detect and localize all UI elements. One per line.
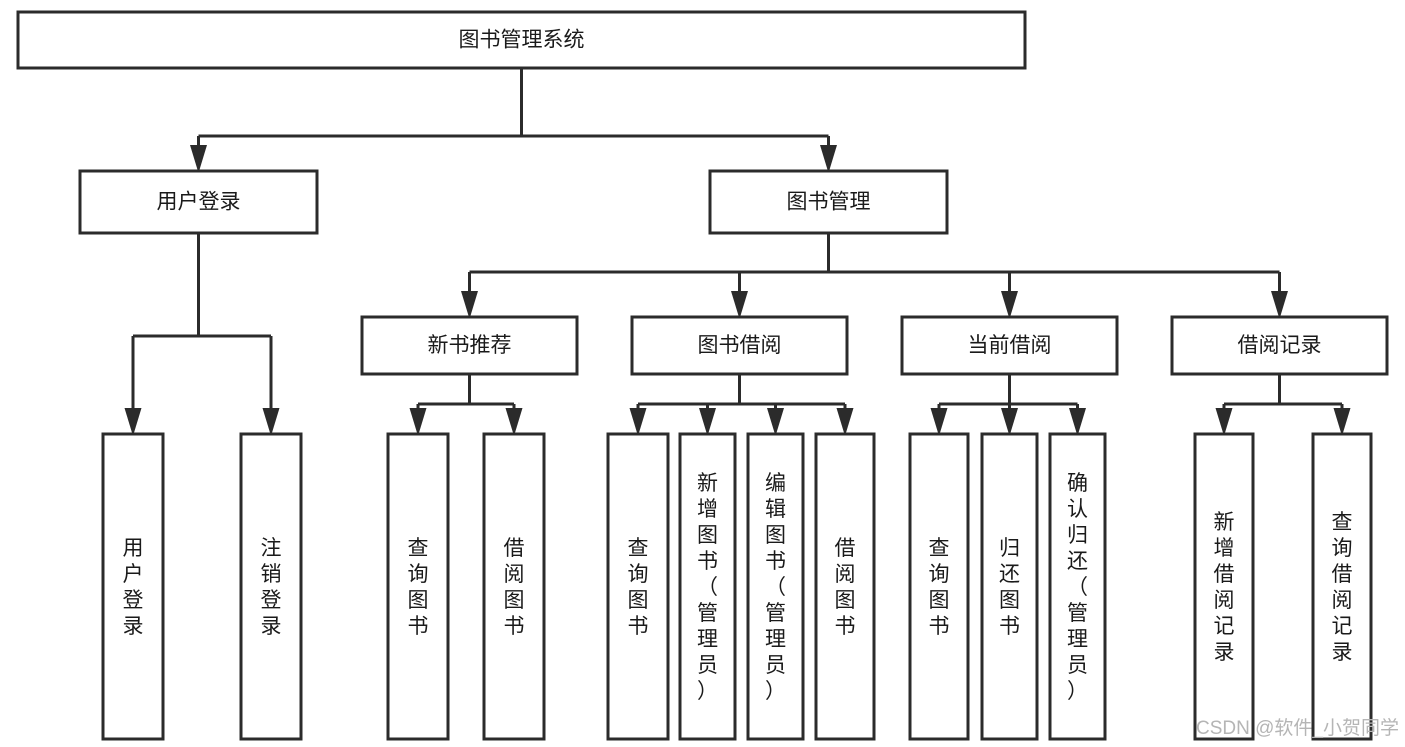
node-new_book_rec[interactable]: 新书推荐 — [360, 315, 579, 376]
node-label-user_login: 用户登录 — [157, 191, 241, 214]
node-label-book_mgmt: 图书管理 — [787, 191, 871, 214]
connector-layer — [124, 68, 1351, 436]
node-box-leaf_1[interactable] — [101, 432, 165, 741]
node-box-leaf_3[interactable] — [386, 432, 450, 741]
node-box-book_borrow[interactable] — [630, 315, 849, 376]
node-leaf_11[interactable]: 确认归还（管理员） — [1048, 432, 1107, 741]
node-box-leaf_4[interactable] — [482, 432, 546, 741]
node-leaf_8[interactable]: 借阅图书 — [814, 432, 876, 741]
node-label-leaf_1: 用户登录 — [123, 537, 144, 638]
node-user_login[interactable]: 用户登录 — [78, 169, 319, 235]
node-label-leaf_3: 查询图书 — [408, 537, 429, 638]
node-label-leaf_10: 归还图书 — [999, 537, 1020, 638]
node-label-root: 图书管理系统 — [459, 29, 585, 52]
node-leaf_5[interactable]: 查询图书 — [606, 432, 670, 741]
node-label-leaf_13: 查询借阅记录 — [1332, 511, 1353, 664]
node-label-leaf_11: 确认归还（管理员） — [1067, 472, 1088, 703]
node-box-leaf_10[interactable] — [980, 432, 1039, 741]
watermark-label: CSDN @软件_小贺同学 — [1196, 717, 1399, 739]
node-box-book_mgmt[interactable] — [708, 169, 949, 235]
node-leaf_13[interactable]: 查询借阅记录 — [1311, 432, 1373, 741]
node-label-leaf_12: 新增借阅记录 — [1214, 511, 1235, 664]
node-book_borrow[interactable]: 图书借阅 — [630, 315, 849, 376]
node-box-leaf_13[interactable] — [1311, 432, 1373, 741]
node-leaf_4[interactable]: 借阅图书 — [482, 432, 546, 741]
node-box-borrow_record[interactable] — [1170, 315, 1389, 376]
node-box-leaf_12[interactable] — [1193, 432, 1255, 741]
node-root[interactable]: 图书管理系统 — [16, 10, 1027, 70]
node-label-leaf_4: 借阅图书 — [504, 537, 525, 638]
node-layer: 图书管理系统用户登录图书管理新书推荐图书借阅当前借阅借阅记录用户登录注销登录查询… — [16, 10, 1389, 741]
node-label-leaf_2: 注销登录 — [261, 537, 282, 638]
node-box-current_borrow[interactable] — [900, 315, 1119, 376]
node-box-leaf_9[interactable] — [908, 432, 970, 741]
node-current_borrow[interactable]: 当前借阅 — [900, 315, 1119, 376]
node-box-user_login[interactable] — [78, 169, 319, 235]
node-leaf_2[interactable]: 注销登录 — [239, 432, 303, 741]
node-label-new_book_rec: 新书推荐 — [428, 334, 512, 357]
node-box-leaf_2[interactable] — [239, 432, 303, 741]
node-box-leaf_11[interactable] — [1048, 432, 1107, 741]
node-leaf_10[interactable]: 归还图书 — [980, 432, 1039, 741]
node-box-leaf_5[interactable] — [606, 432, 670, 741]
node-box-leaf_7[interactable] — [746, 432, 805, 741]
node-label-leaf_5: 查询图书 — [628, 537, 649, 638]
node-box-leaf_8[interactable] — [814, 432, 876, 741]
node-box-new_book_rec[interactable] — [360, 315, 579, 376]
node-label-leaf_7: 编辑图书（管理员） — [765, 472, 786, 703]
node-book_mgmt[interactable]: 图书管理 — [708, 169, 949, 235]
node-leaf_12[interactable]: 新增借阅记录 — [1193, 432, 1255, 741]
node-label-borrow_record: 借阅记录 — [1238, 334, 1322, 357]
node-label-leaf_9: 查询图书 — [929, 537, 950, 638]
node-borrow_record[interactable]: 借阅记录 — [1170, 315, 1389, 376]
node-label-current_borrow: 当前借阅 — [968, 334, 1052, 357]
node-leaf_6[interactable]: 新增图书（管理员） — [678, 432, 737, 741]
node-label-leaf_8: 借阅图书 — [835, 537, 856, 638]
node-leaf_7[interactable]: 编辑图书（管理员） — [746, 432, 805, 741]
node-box-root[interactable] — [16, 10, 1027, 70]
node-leaf_1[interactable]: 用户登录 — [101, 432, 165, 741]
node-leaf_3[interactable]: 查询图书 — [386, 432, 450, 741]
node-leaf_9[interactable]: 查询图书 — [908, 432, 970, 741]
node-box-leaf_6[interactable] — [678, 432, 737, 741]
node-label-leaf_6: 新增图书（管理员） — [697, 472, 718, 703]
node-label-book_borrow: 图书借阅 — [698, 334, 782, 357]
